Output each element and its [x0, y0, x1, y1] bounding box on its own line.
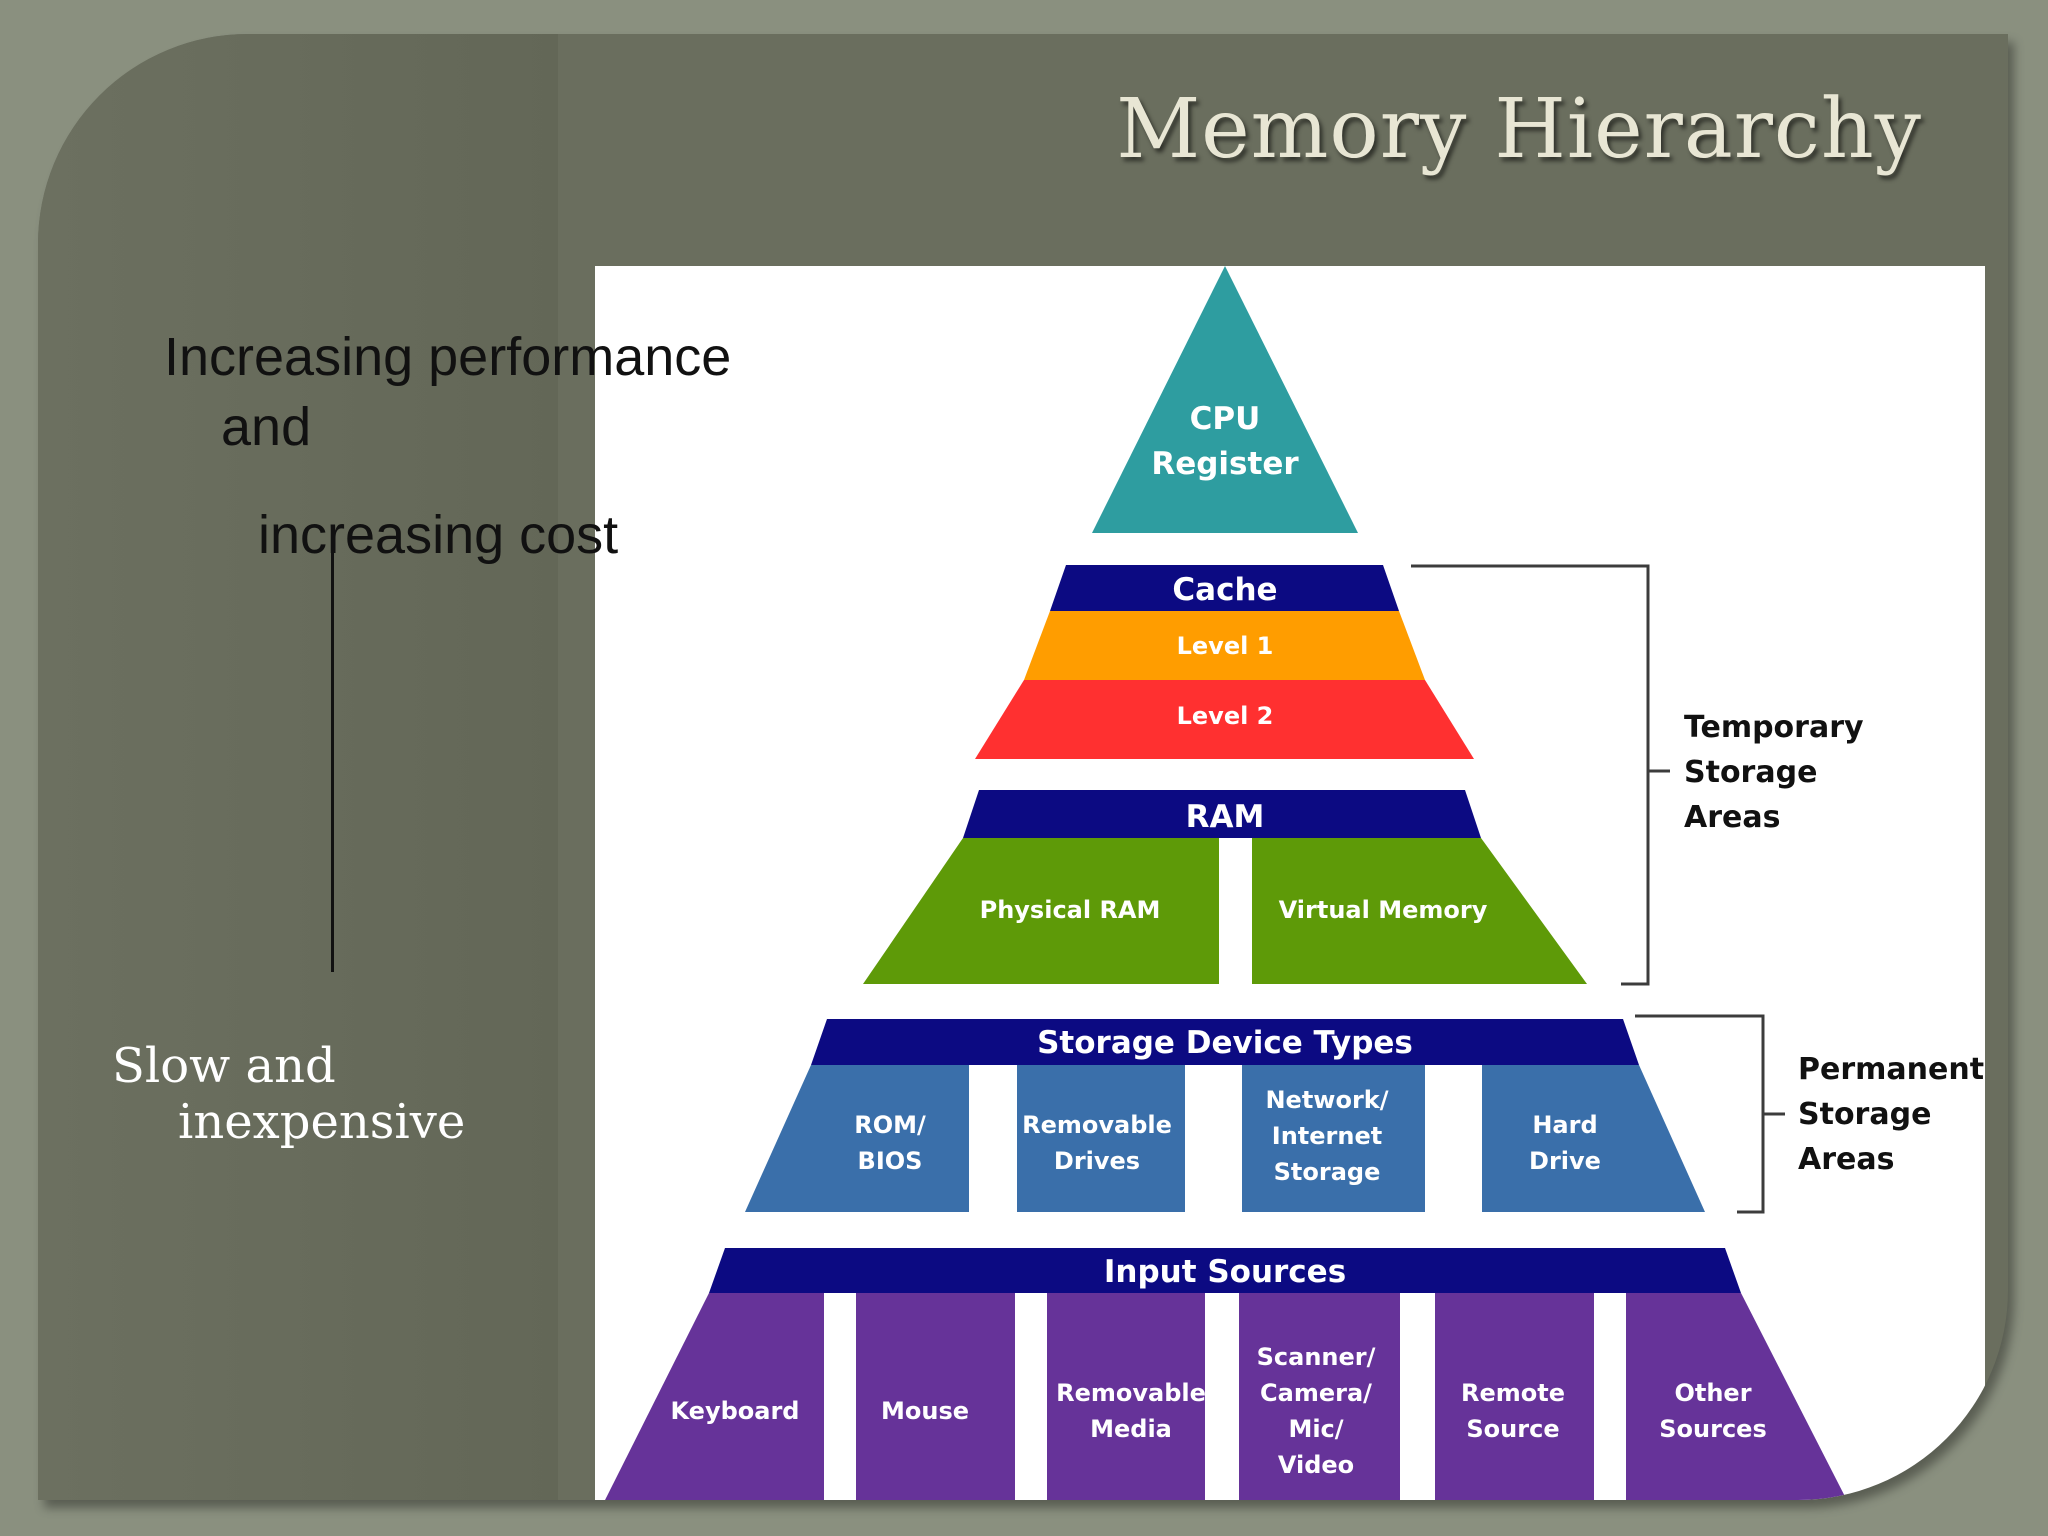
- input-remote-source-label-line2: Source: [1466, 1415, 1559, 1443]
- input-scanner-label-line1: Scanner/: [1257, 1343, 1376, 1371]
- physical-ram-label: Physical RAM: [980, 896, 1161, 924]
- permanent-label-line1: Permanent: [1798, 1052, 1984, 1087]
- input-scanner-label-line3: Mic/: [1288, 1415, 1343, 1443]
- cache-header-band: [1050, 565, 1399, 611]
- register-label: Register: [1151, 446, 1299, 482]
- slow-text-line2: inexpensive: [178, 1094, 466, 1150]
- input-removable-media-label-line2: Media: [1090, 1415, 1172, 1443]
- temporary-label-line1: Temporary: [1684, 710, 1864, 745]
- left-panel: [38, 34, 558, 1500]
- virtual-memory-block: [1252, 838, 1587, 984]
- cache-level-1-band: [1024, 611, 1425, 680]
- slide-title: Memory Hierarchy: [1116, 82, 1922, 177]
- physical-ram-block: [863, 838, 1219, 984]
- cache-level-2-label: Level 2: [1177, 702, 1274, 730]
- input-remote-source-block: [1435, 1293, 1594, 1500]
- input-keyboard-label: Keyboard: [671, 1397, 800, 1425]
- permanent-label-line3: Areas: [1798, 1142, 1894, 1177]
- storage-hard-drive-block: [1482, 1065, 1705, 1212]
- permanent-label-line2: Storage: [1798, 1097, 1931, 1132]
- storage-rom-bios-label-line1: ROM/: [854, 1111, 926, 1139]
- performance-text-line1: Increasing performance: [164, 327, 732, 387]
- slow-text-line1: Slow and: [112, 1038, 336, 1094]
- storage-rom-bios-block: [745, 1065, 969, 1212]
- cache-level-1-label: Level 1: [1177, 632, 1274, 660]
- storage-header-label: Storage Device Types: [1037, 1025, 1413, 1061]
- storage-removable-drives-block: [1017, 1065, 1185, 1212]
- performance-text-line3: increasing cost: [258, 505, 619, 565]
- storage-hard-drive-label-line2: Drive: [1529, 1147, 1601, 1175]
- storage-network-label-line1: Network/: [1265, 1086, 1388, 1114]
- input-removable-media-label-line1: Removable: [1056, 1379, 1206, 1407]
- input-scanner-label-line4: Video: [1278, 1451, 1354, 1479]
- input-keyboard-block: [605, 1293, 824, 1500]
- permanent-storage-bracket: [1635, 1014, 1785, 1214]
- input-other-sources-block: [1626, 1293, 1847, 1500]
- ram-header-label: RAM: [1186, 799, 1265, 835]
- cpu-label: CPU: [1190, 401, 1261, 437]
- input-mouse-label: Mouse: [881, 1397, 969, 1425]
- up-arrow-line: [331, 552, 334, 972]
- input-other-sources-label-line2: Sources: [1659, 1415, 1766, 1443]
- cache-level-2-band: [975, 680, 1474, 759]
- input-scanner-label-line2: Camera/: [1260, 1379, 1372, 1407]
- input-other-sources-label-line1: Other: [1674, 1379, 1751, 1407]
- cache-header-label: Cache: [1172, 572, 1277, 608]
- performance-text-line2: and: [221, 397, 312, 457]
- virtual-memory-label: Virtual Memory: [1279, 896, 1488, 924]
- storage-network-label-line2: Internet: [1272, 1122, 1382, 1150]
- slide: Memory Hierarchy CPU Register Cache Leve…: [38, 34, 2008, 1500]
- input-header-label: Input Sources: [1104, 1254, 1346, 1290]
- storage-removable-drives-label-line2: Drives: [1054, 1147, 1140, 1175]
- ram-header-band: [963, 790, 1481, 838]
- input-scanner-camera-block: [1239, 1293, 1400, 1500]
- cpu-register-triangle: [1092, 266, 1358, 533]
- storage-header-band: [811, 1019, 1639, 1065]
- storage-network-label-line3: Storage: [1274, 1158, 1381, 1186]
- storage-hard-drive-label-line1: Hard: [1532, 1111, 1597, 1139]
- input-mouse-block: [856, 1293, 1015, 1500]
- input-header-band: [709, 1248, 1741, 1293]
- temporary-label-line3: Areas: [1684, 800, 1780, 835]
- storage-network-internet-block: [1242, 1065, 1425, 1212]
- input-remote-source-label-line1: Remote: [1461, 1379, 1565, 1407]
- temporary-label-line2: Storage: [1684, 755, 1817, 790]
- storage-removable-drives-label-line1: Removable: [1022, 1111, 1172, 1139]
- storage-rom-bios-label-line2: BIOS: [858, 1147, 923, 1175]
- input-removable-media-block: [1047, 1293, 1205, 1500]
- pyramid-svg: CPU Register Cache Level 1 Level 2 RAM P…: [605, 266, 1984, 1500]
- memory-hierarchy-diagram: CPU Register Cache Level 1 Level 2 RAM P…: [595, 266, 1985, 1500]
- temporary-storage-bracket: [1411, 564, 1670, 986]
